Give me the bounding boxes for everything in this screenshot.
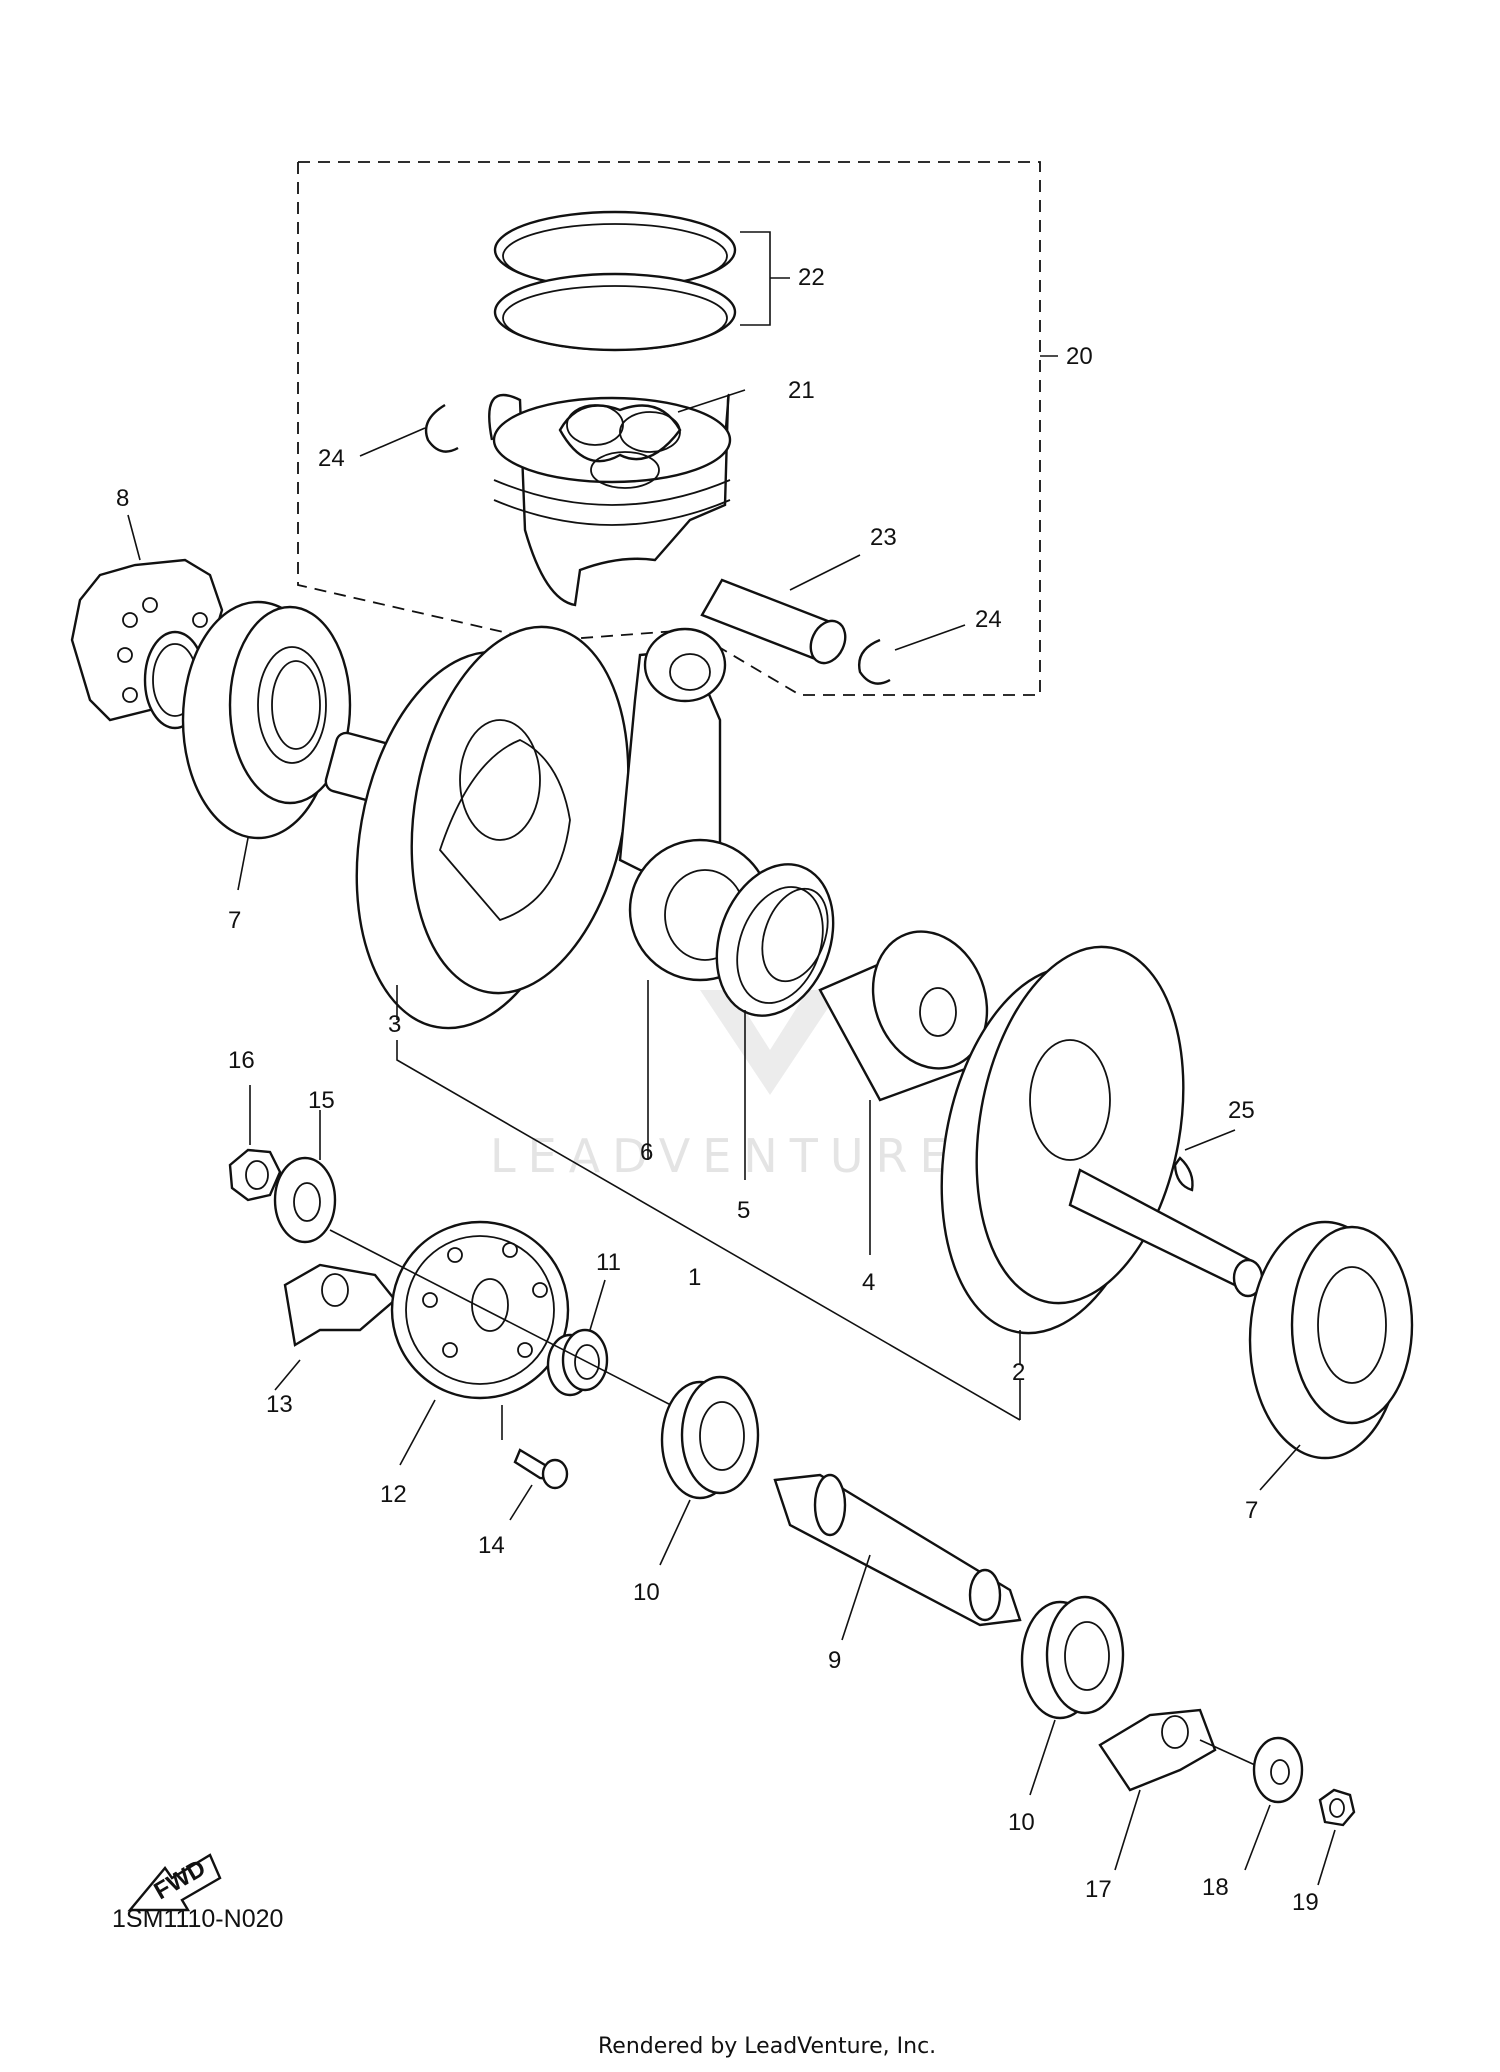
balancer-weight-17	[1098, 1708, 1217, 1792]
diagram-code: 1SM1110-N020	[112, 1905, 283, 1933]
bearing-right	[1248, 1220, 1414, 1460]
callout-10b: 10	[1008, 1809, 1035, 1836]
callout-16: 16	[228, 1047, 255, 1074]
callout-4: 4	[862, 1269, 875, 1296]
callout-10a: 10	[633, 1579, 660, 1606]
nut-19	[1318, 1788, 1356, 1827]
callout-22: 22	[798, 264, 825, 291]
callout-9: 9	[828, 1647, 841, 1674]
balancer-weight-13	[283, 1263, 397, 1347]
callout-14: 14	[478, 1532, 505, 1559]
callout-15: 15	[308, 1087, 335, 1114]
woodruff-key	[1173, 1156, 1194, 1192]
timing-sprocket	[70, 558, 224, 730]
callout-5: 5	[737, 1197, 750, 1224]
callout-3: 3	[388, 1011, 401, 1038]
piston	[488, 393, 732, 607]
callout-17: 17	[1085, 1876, 1112, 1903]
balancer-shaft	[773, 1473, 1022, 1627]
piston-kit-boundary-left	[297, 162, 561, 646]
crank-pin	[818, 930, 992, 1102]
callout-2: 2	[1012, 1359, 1025, 1386]
callout-21: 21	[788, 377, 815, 404]
callout-1: 1	[688, 1264, 701, 1291]
piston-pin	[700, 578, 847, 665]
callout-25: 25	[1228, 1097, 1255, 1124]
render-credit: Rendered by LeadVenture, Inc.	[598, 2034, 936, 2059]
callout-11: 11	[596, 1249, 621, 1276]
fwd-arrow-icon: FWD	[127, 1853, 222, 1912]
callout-13: 13	[266, 1391, 293, 1418]
needle-bearing	[715, 863, 835, 1017]
balancer-gear	[390, 1220, 570, 1400]
bearing-10-lower	[1020, 1595, 1125, 1720]
nut-16	[228, 1148, 282, 1202]
watermark-text: LEADVENTURE	[490, 1129, 961, 1183]
crank-wheel-right	[940, 945, 1264, 1335]
piston-rings	[493, 210, 737, 352]
callout-24a: 24	[318, 445, 345, 472]
washer-15	[273, 1156, 337, 1244]
callout-19: 19	[1292, 1889, 1319, 1916]
callout-7b: 7	[1245, 1497, 1258, 1524]
callout-6: 6	[640, 1139, 653, 1166]
callout-20: 20	[1066, 343, 1093, 370]
callout-24b: 24	[975, 606, 1002, 633]
callout-7a: 7	[228, 907, 241, 934]
bearing-10-upper	[660, 1375, 760, 1500]
watermark: LEADVENTURE	[490, 990, 961, 1183]
washer-18	[1252, 1736, 1304, 1804]
callout-8: 8	[116, 485, 129, 512]
circlip-right	[858, 638, 891, 685]
collar-11	[546, 1328, 609, 1397]
callout-23: 23	[870, 524, 897, 551]
circlip-left	[424, 403, 459, 453]
callout-12: 12	[380, 1481, 407, 1508]
callouts: 1 2 3 4 5 6 7 7 8 9 10 10 11 12 13 14 15…	[116, 264, 1319, 1916]
crank-wheel-left	[324, 625, 630, 1030]
bearing-left	[181, 600, 352, 840]
callout-18: 18	[1202, 1874, 1229, 1901]
piston-kit-boundary	[298, 161, 1041, 696]
bolt-14	[513, 1448, 569, 1490]
